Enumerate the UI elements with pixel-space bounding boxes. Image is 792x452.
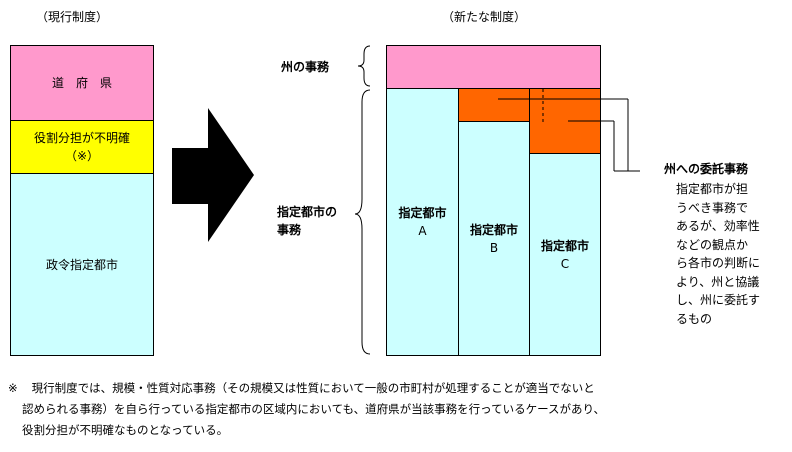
- city-b-block: 指定都市 B: [458, 121, 530, 356]
- city-affairs-label-line2: 事務: [277, 223, 302, 237]
- delegated-desc-line: などの観点か: [676, 237, 749, 252]
- unclear-roles-block: 役割分担が不明確 （※）: [10, 120, 154, 174]
- city-affairs-label-line1: 指定都市の: [277, 205, 338, 219]
- new-system-heading: （新たな制度）: [442, 10, 527, 24]
- footnote: ※ 現行制度では、規模・性質対応事務（その規模又は性質において一般の市町村が処理す…: [8, 378, 788, 441]
- city-b-label: 指定都市: [469, 222, 518, 237]
- city-a-letter: A: [418, 224, 427, 238]
- delegated-desc-line: 指定都市が担: [676, 182, 749, 196]
- delegated-block-city-b: [458, 88, 530, 122]
- state-affairs-label: 州の事務: [281, 60, 330, 74]
- state-affairs-brace: [357, 45, 371, 87]
- delegated-desc-line: あるが、効率性: [676, 219, 760, 233]
- city-c-label: 指定都市: [540, 238, 589, 253]
- delegated-title: 州への委託事務: [664, 162, 749, 176]
- city-affairs-label: 指定都市の 事務: [277, 203, 337, 239]
- city-c-block: 指定都市 C: [529, 153, 601, 356]
- state-affairs-block: [386, 45, 601, 89]
- delegated-desc-line: るもの: [676, 311, 713, 326]
- arrow-icon: [172, 108, 254, 242]
- delegated-desc-line: より、州と協議: [676, 274, 760, 289]
- footnote-line-1: ※ 現行制度では、規模・性質対応事務（その規模又は性質において一般の市町村が処理す…: [8, 378, 788, 399]
- footnote-line-3: 役割分担が不明確なものとなっている。: [22, 423, 229, 437]
- footnote-text-1: 現行制度では、規模・性質対応事務（その規模又は性質において一般の市町村が処理する…: [31, 381, 595, 395]
- current-system-heading: （現行制度）: [36, 10, 109, 24]
- designated-city-block: 政令指定都市: [10, 173, 154, 356]
- delegated-connectors: [498, 89, 640, 172]
- footnote-mark: ※: [8, 381, 18, 395]
- prefecture-label: 道 府 県: [51, 76, 112, 90]
- delegated-desc-line: ら各市の判断に: [676, 256, 761, 270]
- delegated-description: 指定都市が担 うべき事務で あるが、効率性 などの観点か ら各市の判断に より、…: [676, 180, 760, 328]
- city-b-letter: B: [489, 240, 499, 255]
- current-system-column: 道 府 県 役割分担が不明確 （※） 政令指定都市: [10, 45, 154, 356]
- designated-city-label: 政令指定都市: [45, 257, 118, 272]
- prefecture-block: 道 府 県: [10, 45, 154, 121]
- delegated-desc-line: うべき事務で: [676, 200, 749, 215]
- city-a-block: 指定都市 A: [386, 88, 459, 356]
- braces: [354, 45, 371, 355]
- city-affairs-brace: [354, 89, 371, 355]
- unclear-roles-note-mark: （※）: [64, 149, 100, 163]
- delegated-desc-line: し、州に委託す: [676, 293, 761, 307]
- transition-arrow: [172, 108, 254, 242]
- footnote-line-2: 認められる事務）を自ら行っている指定都市の区域内においても、道府県が当該事務を行…: [22, 402, 606, 416]
- unclear-roles-label: 役割分担が不明確: [33, 131, 130, 145]
- city-a-label: 指定都市: [398, 206, 447, 220]
- city-c-letter: C: [560, 256, 570, 271]
